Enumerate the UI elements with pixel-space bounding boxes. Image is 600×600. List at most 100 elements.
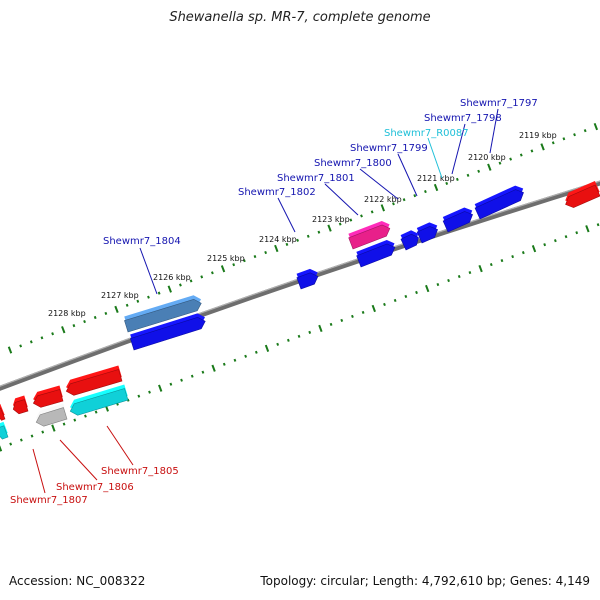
inner-scale-track	[0, 223, 600, 452]
minor-tick	[40, 336, 44, 340]
gene-label[interactable]: Shewmr7_1797	[460, 98, 538, 109]
gene-arrow	[130, 313, 206, 351]
minor-tick	[104, 311, 108, 316]
major-tick	[61, 326, 66, 334]
minor-tick	[543, 243, 547, 247]
minor-tick	[62, 422, 66, 426]
minor-tick	[244, 354, 248, 358]
pseudo-gene	[35, 403, 68, 427]
major-tick	[211, 364, 216, 372]
major-tick	[487, 163, 492, 171]
scale-label: 2127 kbp	[101, 291, 139, 300]
minor-tick	[370, 210, 374, 214]
minor-tick	[306, 234, 310, 238]
major-tick	[114, 305, 119, 314]
scale-label: 2123 kbp	[312, 215, 350, 224]
minor-tick	[404, 294, 408, 299]
minor-tick	[19, 344, 23, 348]
minor-tick	[51, 332, 55, 336]
minor-tick	[200, 275, 204, 279]
scale-label: 2128 kbp	[48, 309, 86, 318]
minor-tick	[253, 255, 257, 259]
major-tick	[51, 424, 56, 432]
rna-feature	[69, 384, 129, 416]
gene-label[interactable]: Shewmr7_1801	[277, 173, 355, 184]
gene-label[interactable]: Shewmr7_1799	[350, 143, 428, 154]
minor-tick	[73, 418, 77, 422]
minor-tick	[402, 198, 406, 202]
minor-tick	[575, 231, 579, 235]
gene-arrow	[12, 395, 29, 415]
gene-arrow	[565, 181, 600, 208]
minor-tick	[222, 362, 226, 366]
minor-tick	[297, 334, 301, 338]
gene-label[interactable]: Shewmr7_1804	[103, 236, 181, 247]
minor-tick	[447, 278, 450, 283]
gene-arrow	[474, 185, 524, 220]
minor-tick	[317, 230, 321, 234]
minor-tick	[551, 141, 555, 145]
major-tick	[478, 264, 483, 273]
minor-tick	[201, 370, 205, 374]
minor-tick	[19, 438, 23, 442]
minor-tick	[254, 350, 258, 354]
major-tick	[327, 224, 332, 232]
major-tick	[585, 225, 590, 233]
minor-tick	[83, 319, 86, 324]
minor-tick	[360, 214, 363, 218]
minor-tick	[564, 235, 568, 239]
minor-tick	[169, 382, 173, 386]
minor-tick	[29, 340, 33, 344]
scale-label: 2124 kbp	[259, 235, 297, 244]
minor-tick	[457, 274, 461, 279]
minor-tick	[349, 218, 353, 222]
major-tick	[158, 384, 163, 392]
minor-tick	[340, 318, 344, 322]
minor-tick	[180, 378, 183, 382]
gene-label[interactable]: Shewmr7_1806	[56, 482, 134, 493]
gene-label[interactable]: Shewmr7_1802	[238, 187, 316, 198]
minor-tick	[509, 157, 513, 161]
major-tick	[433, 183, 439, 192]
major-tick	[220, 265, 226, 273]
minor-tick	[276, 342, 280, 346]
minor-tick	[436, 282, 440, 287]
major-tick	[540, 143, 545, 151]
major-tick	[7, 346, 13, 354]
gene-label[interactable]: Shewmr7_1805	[101, 466, 179, 477]
scale-labels: 2119 kbp 2120 kbp 2121 kbp 2122 kbp 2123…	[48, 131, 557, 318]
minor-tick	[285, 242, 289, 246]
minor-tick	[9, 442, 13, 446]
gene-label[interactable]: Shewmr7_1800	[314, 158, 392, 169]
minor-tick	[445, 181, 449, 186]
minor-tick	[455, 177, 459, 181]
minor-tick	[477, 169, 481, 173]
minor-tick	[500, 259, 504, 263]
minor-tick	[242, 259, 246, 263]
gene-label[interactable]: Shewmr7_1807	[10, 495, 88, 506]
minor-tick	[189, 279, 193, 283]
scale-label: 2126 kbp	[153, 273, 191, 282]
major-tick	[264, 344, 270, 352]
minor-tick	[264, 250, 268, 255]
gene-label[interactable]: Shewmr7_1798	[424, 113, 502, 124]
major-tick	[167, 285, 172, 293]
minor-tick	[392, 202, 395, 206]
gene-labels: Shewmr7_1797 Shewmr7_1798 Shewmr7_R0087 …	[10, 98, 538, 506]
minor-tick	[93, 315, 97, 320]
gene-label[interactable]: Shewmr7_R0087	[384, 128, 469, 139]
minor-tick	[296, 238, 299, 242]
minor-tick	[511, 255, 515, 259]
minor-tick	[137, 394, 141, 398]
minor-tick	[286, 338, 290, 342]
rna-feature	[0, 421, 9, 440]
minor-tick	[521, 251, 525, 255]
minor-tick	[157, 291, 161, 295]
scale-label: 2119 kbp	[519, 131, 557, 140]
minor-tick	[179, 283, 182, 287]
genome-info-label: Topology: circular; Length: 4,792,610 bp…	[260, 574, 590, 588]
gene-arrow	[356, 239, 396, 268]
major-tick	[274, 244, 279, 253]
gene-arrow	[0, 403, 6, 421]
